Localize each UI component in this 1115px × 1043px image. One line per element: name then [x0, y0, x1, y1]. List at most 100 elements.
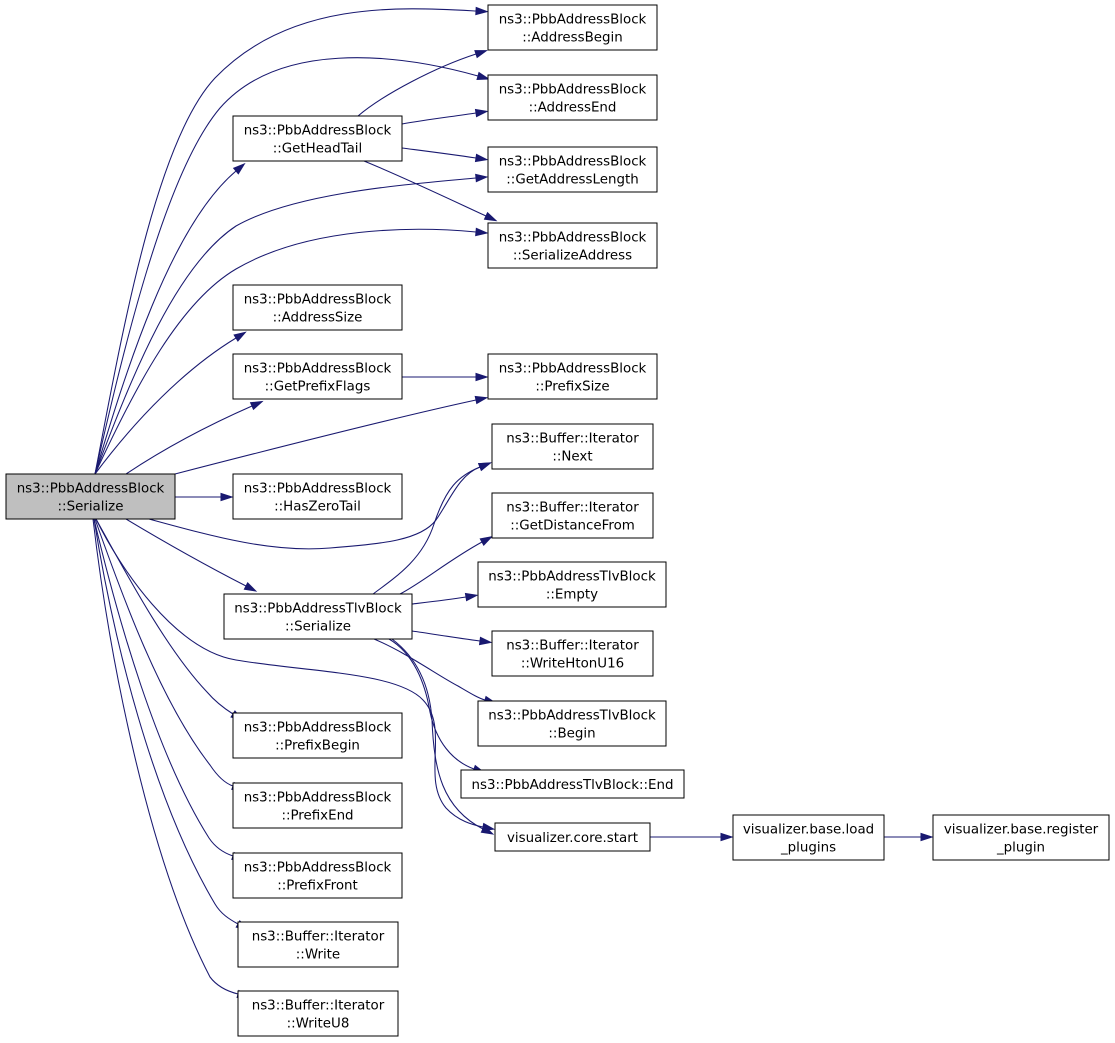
- edge-serialize-block-to-get-head-tail: [94, 162, 246, 475]
- node-box: [232, 284, 403, 331]
- edge-arrowhead: [474, 108, 489, 118]
- node-label-line: visualizer.core.start: [507, 831, 638, 846]
- node-buffer-write-hton-u16[interactable]: ns3::Buffer::Iterator::WriteHtonU16: [491, 630, 654, 677]
- edge-line: [372, 466, 481, 595]
- edge-arrowhead: [476, 71, 491, 80]
- node-label-line: ns3::Buffer::Iterator: [506, 639, 639, 654]
- node-label-line: _plugin: [996, 841, 1045, 856]
- node-label-line: ns3::PbbAddressTlvBlock::End: [472, 778, 674, 793]
- edge-arrowhead: [920, 832, 934, 842]
- node-box: [732, 814, 885, 861]
- edge-line: [174, 399, 477, 475]
- edge-line: [95, 518, 484, 828]
- node-box: [491, 423, 654, 470]
- edge-arrowhead: [478, 636, 493, 646]
- node-tlv-block-empty[interactable]: ns3::PbbAddressTlvBlock::Empty: [477, 561, 667, 608]
- node-address-begin[interactable]: ns3::PbbAddressBlock::AddressBegin: [487, 4, 658, 51]
- node-tlv-block-end[interactable]: ns3::PbbAddressTlvBlock::End: [460, 769, 685, 799]
- edge-line: [94, 8, 477, 475]
- edge-visualizer-load-plugins-to-visualizer-register-plugin: [884, 832, 934, 842]
- edge-arrowhead: [475, 6, 489, 16]
- node-label-line: ::AddressEnd: [529, 101, 617, 116]
- node-box: [232, 782, 403, 829]
- edge-line: [94, 170, 237, 475]
- edge-line: [94, 518, 234, 787]
- node-visualizer-load-plugins[interactable]: visualizer.base.load_plugins: [732, 814, 885, 861]
- edge-arrowhead: [232, 162, 246, 175]
- node-address-end[interactable]: ns3::PbbAddressBlock::AddressEnd: [487, 74, 658, 121]
- node-label-line: ::WriteU8: [287, 1017, 350, 1032]
- edge-line: [94, 228, 477, 475]
- edge-line: [94, 57, 479, 475]
- node-label-line: ::Serialize: [285, 620, 351, 635]
- node-label-line: ::SerializeAddress: [513, 249, 632, 264]
- node-tlv-block-serialize[interactable]: ns3::PbbAddressTlvBlock::Serialize: [223, 593, 413, 640]
- edge-line: [411, 630, 481, 642]
- edge-line: [125, 405, 253, 475]
- node-label-line: ns3::PbbAddressBlock: [499, 231, 647, 246]
- node-prefix-begin[interactable]: ns3::PbbAddressBlock::PrefixBegin: [232, 712, 403, 759]
- edge-arrowhead: [474, 153, 489, 163]
- node-label-line: ns3::PbbAddressBlock: [499, 362, 647, 377]
- node-label-line: ::AddressBegin: [522, 31, 622, 46]
- edge-arrowhead: [464, 592, 479, 602]
- node-label-line: ns3::PbbAddressBlock: [244, 124, 392, 139]
- node-buffer-get-distance-from[interactable]: ns3::Buffer::Iterator::GetDistanceFrom: [491, 492, 654, 539]
- node-buffer-write-u8[interactable]: ns3::Buffer::Iterator::WriteU8: [237, 990, 399, 1037]
- node-prefix-end[interactable]: ns3::PbbAddressBlock::PrefixEnd: [232, 782, 403, 829]
- node-label-line: ns3::PbbAddressBlock: [244, 362, 392, 377]
- edge-line: [93, 518, 239, 925]
- edge-serialize-block-to-has-zero-tail: [175, 492, 234, 502]
- node-box: [477, 700, 667, 747]
- node-label-line: ::HasZeroTail: [274, 500, 361, 515]
- edge-tlv-block-serialize-to-buffer-get-distance-from: [399, 535, 494, 595]
- nodes-layer: ns3::PbbAddressBlock::Serializens3::PbbA…: [5, 4, 1110, 1037]
- edge-line: [391, 638, 484, 830]
- node-get-prefix-flags[interactable]: ns3::PbbAddressBlock::GetPrefixFlags: [232, 353, 403, 400]
- node-get-head-tail[interactable]: ns3::PbbAddressBlock::GetHeadTail: [232, 115, 403, 162]
- edge-arrowhead: [249, 400, 264, 411]
- node-label-line: ns3::PbbAddressBlock: [499, 83, 647, 98]
- edge-serialize-block-to-get-prefix-flags: [125, 400, 264, 475]
- node-has-zero-tail[interactable]: ns3::PbbAddressBlock::HasZeroTail: [232, 473, 403, 520]
- node-get-address-length[interactable]: ns3::PbbAddressBlock::GetAddressLength: [487, 146, 658, 193]
- edge-line: [373, 638, 486, 701]
- node-visualizer-register-plugin[interactable]: visualizer.base.register_plugin: [932, 814, 1110, 861]
- node-box: [491, 630, 654, 677]
- node-serialize-block: ns3::PbbAddressBlock::Serialize: [5, 473, 176, 520]
- node-buffer-write[interactable]: ns3::Buffer::Iterator::Write: [237, 921, 399, 968]
- node-address-size[interactable]: ns3::PbbAddressBlock::AddressSize: [232, 284, 403, 331]
- edge-serialize-block-to-prefix-size: [174, 395, 489, 475]
- node-box: [223, 593, 413, 640]
- edge-arrowhead: [233, 331, 247, 342]
- edge-tlv-block-serialize-to-buffer-write-hton-u16: [411, 630, 493, 646]
- edge-line: [93, 518, 234, 857]
- node-label-line: visualizer.base.load: [743, 823, 874, 838]
- node-prefix-front[interactable]: ns3::PbbAddressBlock::PrefixFront: [232, 852, 403, 899]
- edge-get-head-tail-to-get-address-length: [401, 147, 489, 163]
- node-box: [232, 473, 403, 520]
- edge-get-head-tail-to-address-begin: [357, 50, 488, 117]
- node-label-line: ns3::PbbAddressTlvBlock: [234, 602, 402, 617]
- node-label-line: ::PrefixSize: [535, 380, 609, 395]
- node-label-line: ::Begin: [548, 727, 595, 742]
- node-tlv-block-begin[interactable]: ns3::PbbAddressTlvBlock::Begin: [477, 700, 667, 747]
- edge-arrowhead: [243, 581, 258, 592]
- node-label-line: ::PrefixEnd: [281, 809, 353, 824]
- node-label-line: ns3::PbbAddressBlock: [499, 13, 647, 28]
- node-serialize-address[interactable]: ns3::PbbAddressBlock::SerializeAddress: [487, 222, 658, 269]
- edge-line: [401, 112, 477, 125]
- node-label-line: ns3::PbbAddressBlock: [244, 861, 392, 876]
- node-label-line: ns3::PbbAddressTlvBlock: [488, 709, 656, 724]
- edge-arrowhead: [477, 462, 492, 472]
- edge-line: [411, 596, 467, 605]
- node-visualizer-core-start[interactable]: visualizer.core.start: [494, 822, 651, 852]
- edge-line: [401, 147, 477, 159]
- node-box: [487, 222, 658, 269]
- node-prefix-size[interactable]: ns3::PbbAddressBlock::PrefixSize: [487, 353, 658, 400]
- edge-serialize-block-to-buffer-write-u8: [92, 518, 251, 999]
- edge-get-head-tail-to-address-end: [401, 108, 489, 125]
- edge-serialize-block-to-serialize-address: [94, 227, 489, 475]
- node-buffer-next[interactable]: ns3::Buffer::Iterator::Next: [491, 423, 654, 470]
